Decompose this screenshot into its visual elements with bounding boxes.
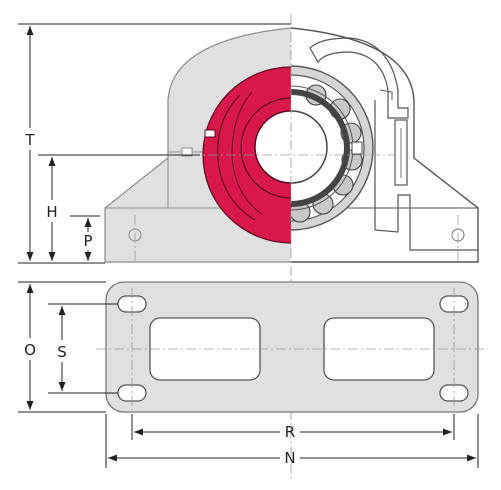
dimension-lines xyxy=(18,23,479,468)
dim-label-t: T xyxy=(24,131,35,149)
dim-label-s: S xyxy=(57,343,67,361)
dim-label-r: R xyxy=(285,423,295,441)
front-elevation-view xyxy=(104,14,479,480)
dimension-labels: T H P O S R N xyxy=(24,131,296,467)
plan-view-base xyxy=(96,281,488,413)
shaft-bore xyxy=(254,110,291,184)
dim-label-p: P xyxy=(83,232,92,250)
housing-section-half xyxy=(291,27,479,263)
centerlines xyxy=(134,14,459,480)
dim-label-o: O xyxy=(24,341,36,359)
dim-label-n: N xyxy=(284,449,295,467)
dim-label-h: H xyxy=(46,203,57,221)
